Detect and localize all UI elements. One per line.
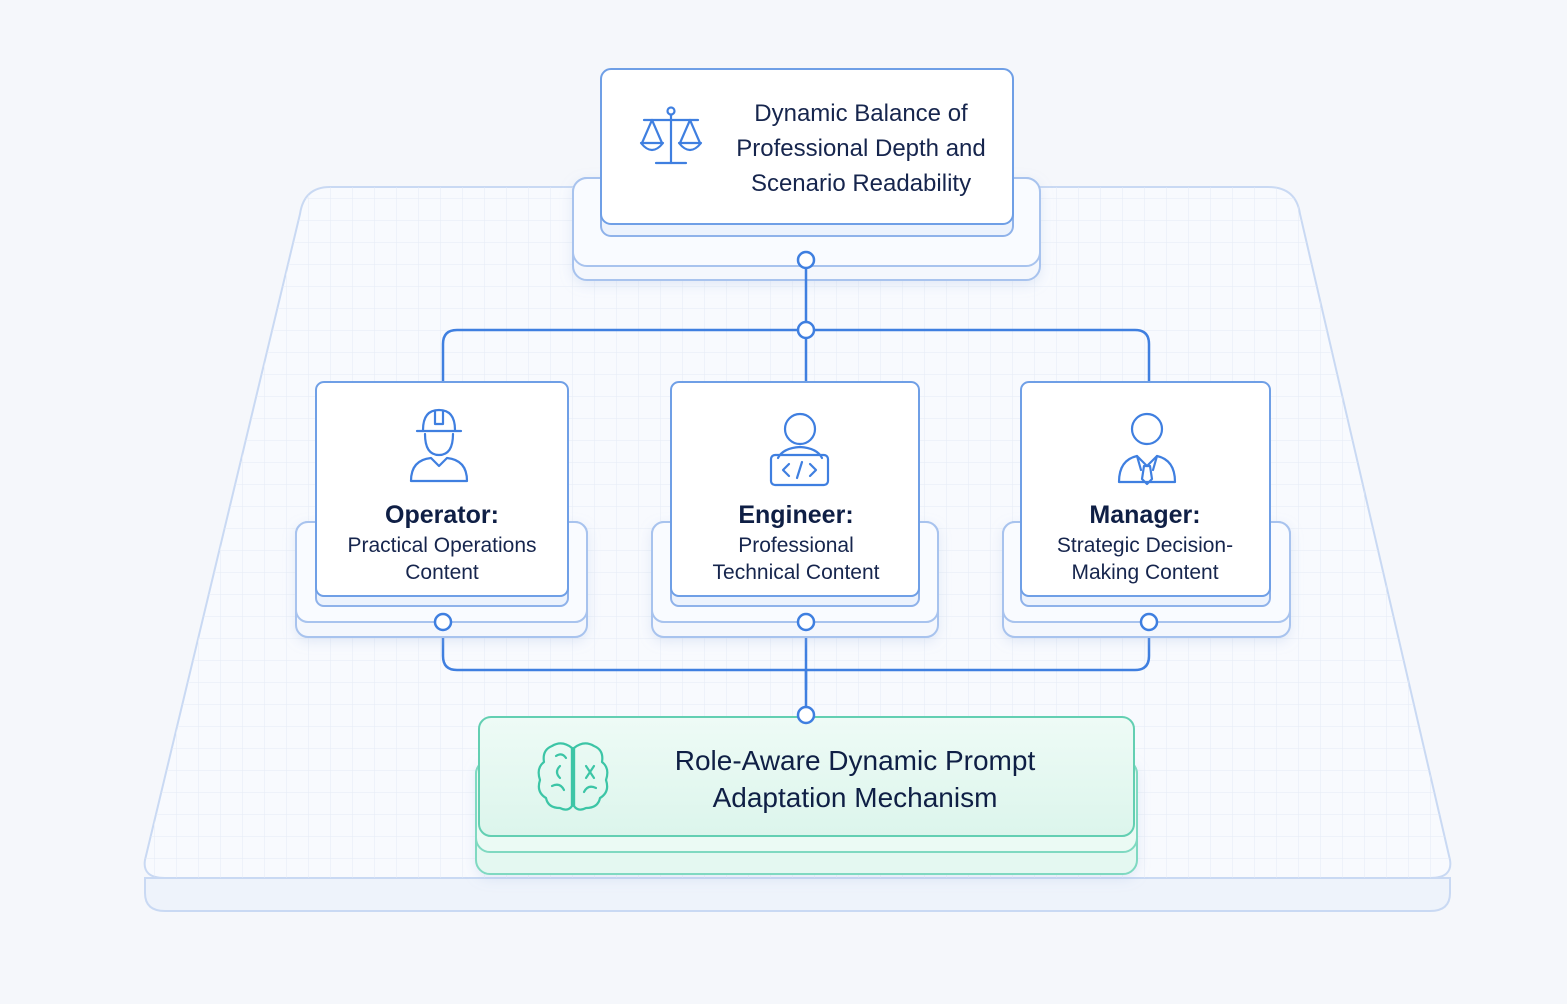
top-card (572, 68, 1041, 281)
role-manager-text: Manager: Strategic Decision- Making Cont… (1020, 500, 1270, 586)
role-desc-line: Practical Operations (347, 534, 537, 557)
role-title: Engineer: (738, 501, 854, 529)
bottom-card-line: Adaptation Mechanism (712, 782, 998, 813)
role-card-manager (1002, 381, 1291, 638)
role-description: Strategic Decision- Making Content (1020, 532, 1270, 586)
developer-code-icon (769, 412, 830, 487)
role-title: Operator: (385, 501, 499, 529)
role-desc-line: Making Content (1071, 561, 1219, 584)
role-desc-line: Content (405, 561, 479, 584)
role-desc-line: Professional (738, 534, 854, 557)
role-operator-text: Operator: Practical Operations Content (317, 500, 567, 586)
role-title: Manager: (1089, 501, 1201, 529)
top-card-line: Scenario Readability (750, 170, 972, 197)
role-card-engineer (651, 381, 939, 638)
top-card-line: Dynamic Balance of (754, 100, 968, 127)
role-description: Professional Technical Content (671, 532, 921, 586)
top-card-line: Professional Depth and (736, 135, 986, 162)
role-desc-line: Technical Content (712, 561, 880, 584)
role-card-operator (295, 381, 588, 638)
brain-icon (537, 742, 609, 811)
bottom-card-line: Role-Aware Dynamic Prompt (674, 745, 1036, 776)
connector-nodes (433, 250, 1159, 725)
bottom-card-title: Role-Aware Dynamic Prompt Adaptation Mec… (620, 742, 1090, 816)
role-description: Practical Operations Content (317, 532, 567, 586)
business-person-tie-icon (1117, 412, 1177, 486)
role-engineer-text: Engineer: Professional Technical Content (671, 500, 921, 586)
role-desc-line: Strategic Decision- (1056, 534, 1234, 557)
balance-scale-icon (639, 106, 703, 165)
top-card-title: Dynamic Balance of Professional Depth an… (715, 96, 1007, 201)
hardhat-worker-icon (409, 408, 469, 483)
bottom-card (475, 716, 1138, 875)
